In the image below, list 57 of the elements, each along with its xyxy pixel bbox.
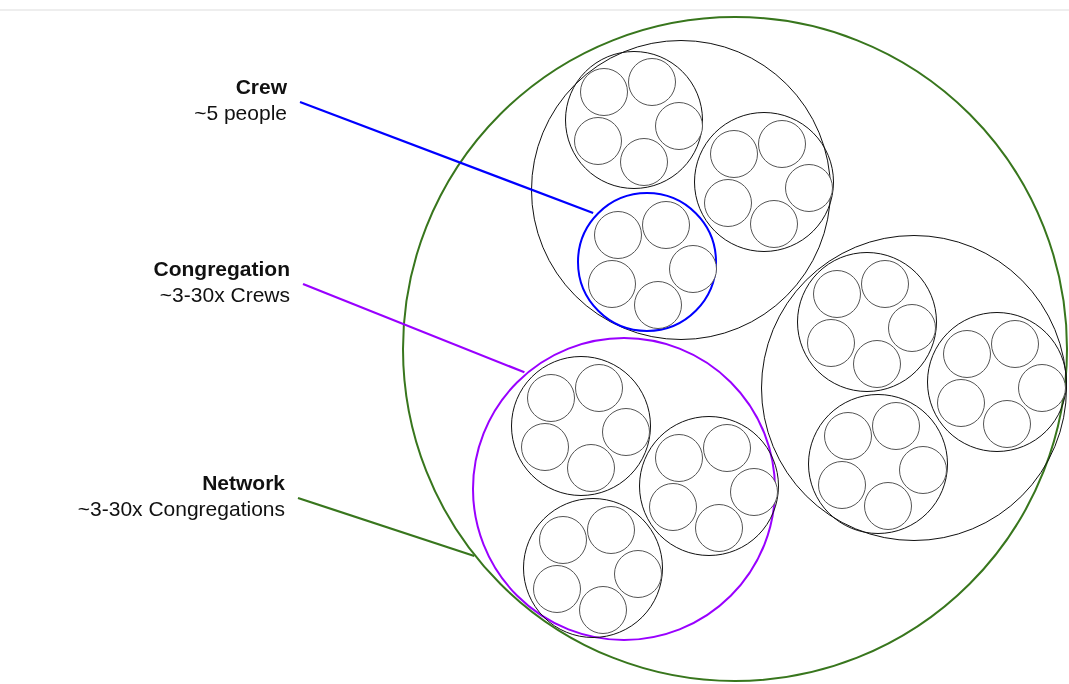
person-circle <box>818 461 867 510</box>
label-heading: Crew <box>234 74 287 100</box>
person-circle <box>702 423 751 472</box>
person-circle <box>580 68 629 117</box>
label-heading: Congregation <box>153 256 290 282</box>
person-circle <box>943 330 992 379</box>
label-description: ~5 people <box>194 100 287 126</box>
person-circle <box>824 412 873 461</box>
person-circle <box>620 138 669 187</box>
person-circle <box>872 402 921 451</box>
group-circle <box>576 191 717 332</box>
person-circle <box>888 304 937 353</box>
person-circle <box>654 433 703 482</box>
person-circle <box>750 200 799 249</box>
label-description: ~3-30x Congregations <box>77 496 285 522</box>
person-circle <box>641 200 690 249</box>
person-circle <box>520 422 569 471</box>
person-circle <box>574 117 623 166</box>
person-circle <box>532 564 581 613</box>
person-circle <box>586 505 635 554</box>
person-circle <box>899 446 948 495</box>
label-description: ~3-30x Crews <box>158 282 290 308</box>
person-circle <box>853 340 902 389</box>
person-circle <box>574 363 623 412</box>
person-circle <box>601 407 650 456</box>
person-circle <box>937 379 986 428</box>
person-circle <box>578 585 627 634</box>
person-circle <box>655 102 704 151</box>
person-circle <box>729 467 778 516</box>
group-circle <box>402 16 1069 683</box>
person-circle <box>704 179 753 228</box>
person-circle <box>694 503 743 552</box>
person-circle <box>593 210 642 259</box>
person-circle <box>864 482 913 531</box>
person-circle <box>1018 364 1067 413</box>
person-circle <box>785 164 834 213</box>
person-circle <box>983 400 1032 449</box>
person-circle <box>587 259 636 308</box>
person-circle <box>648 482 697 531</box>
leader-line <box>297 496 475 557</box>
person-circle <box>807 319 856 368</box>
person-circle <box>633 280 682 329</box>
person-circle <box>668 244 717 293</box>
label-heading: Network <box>201 470 285 496</box>
leader-line <box>299 100 594 215</box>
leader-line <box>302 282 525 374</box>
person-circle <box>538 515 587 564</box>
person-circle <box>991 320 1040 369</box>
person-circle <box>566 443 615 492</box>
person-circle <box>861 260 910 309</box>
person-circle <box>813 270 862 319</box>
person-circle <box>526 373 575 422</box>
group-circle <box>471 336 776 641</box>
person-circle <box>710 130 759 179</box>
person-circle <box>613 549 662 598</box>
person-circle <box>758 120 807 169</box>
person-circle <box>628 58 677 107</box>
